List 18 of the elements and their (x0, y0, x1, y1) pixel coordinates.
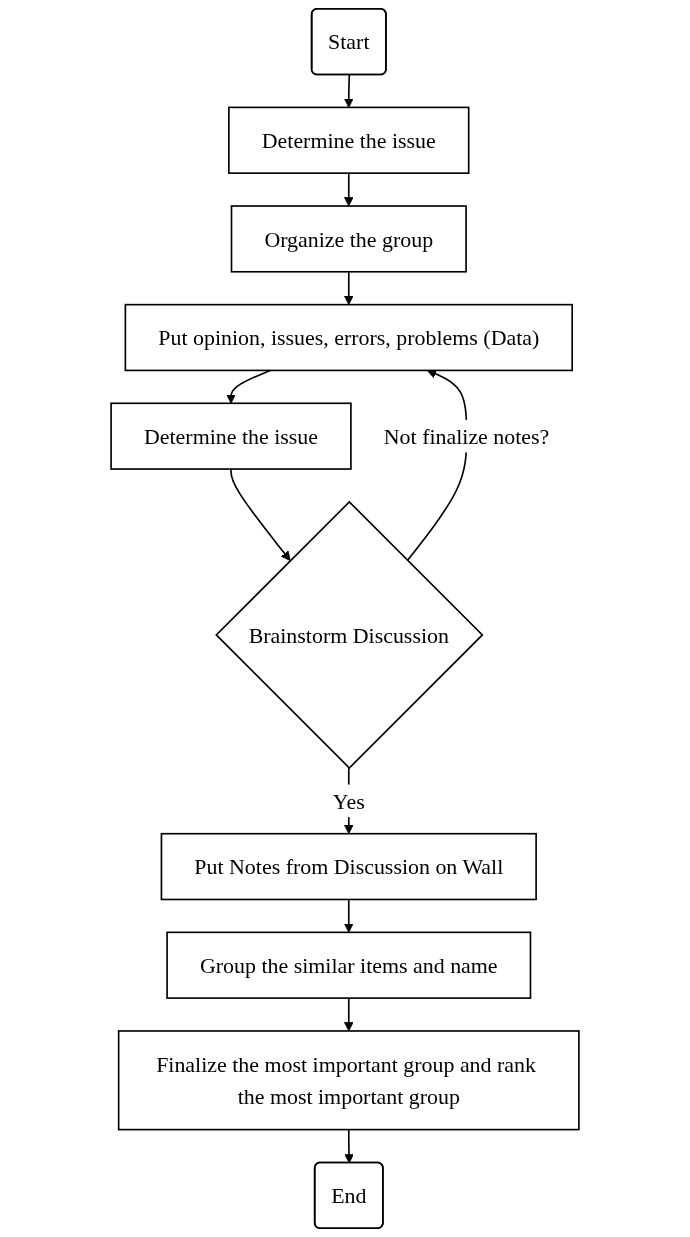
node-box: Put Notes from Discussion on Wall (160, 832, 537, 901)
node-box: Determine the issue (110, 402, 352, 470)
node-box: Put opinion, issues, errors, problems (Data) (124, 303, 573, 372)
arrow (230, 468, 291, 561)
arrow (343, 997, 354, 1032)
node-diamond: Brainstorm Discussion (215, 500, 484, 770)
arrow (343, 270, 354, 306)
node-box: Organize the group (230, 205, 467, 273)
node-box: Finalize the most important group and rank the most important group (117, 1030, 580, 1131)
arrow (226, 369, 272, 404)
edge-label: Not finalize notes? (383, 424, 550, 449)
node-box: Group the similar items and name (166, 931, 532, 999)
arrow (343, 74, 354, 108)
arrow (343, 172, 354, 207)
edge-label: Yes (332, 788, 365, 813)
node-box: Determine the issue (228, 106, 470, 174)
arrow (343, 898, 354, 933)
arrow (344, 1128, 354, 1164)
